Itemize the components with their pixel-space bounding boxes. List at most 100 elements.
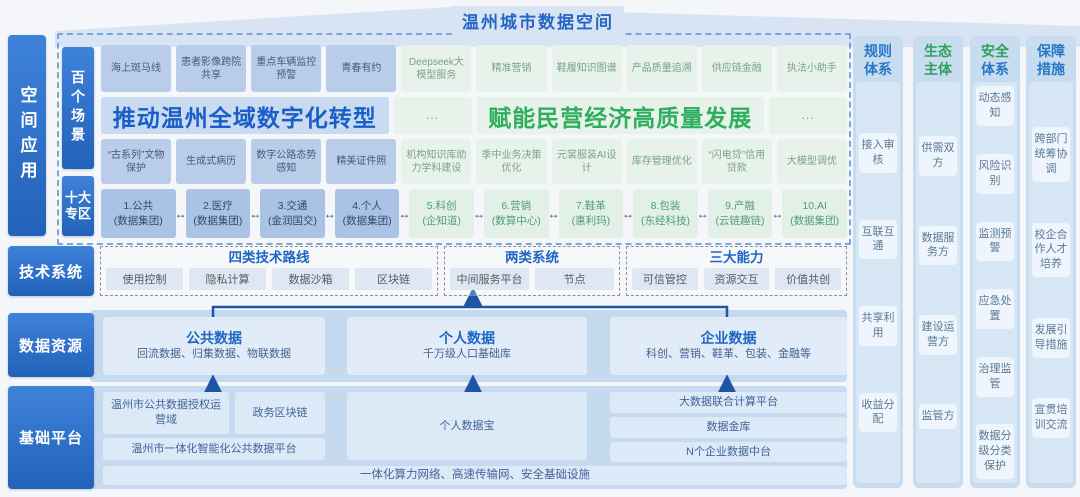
scene-cell: 大模型调优 [776,139,847,184]
zone-name: 4.个人 [352,200,382,213]
tech-item: 使用控制 [106,268,183,290]
pillar-item: 校企合作人才培养 [1032,222,1070,278]
scene-cell: 精准营销 [476,45,547,92]
ellipsis-cell: ... [769,97,847,134]
pillar-item: 接入审核 [859,133,897,173]
tech-item: 资源交互 [703,268,770,290]
zone-name: 2.医疗 [203,200,233,213]
page-title: 温州城市数据空间 [452,6,624,35]
zone-name: 5.科创 [426,200,457,213]
zone-name: 8.包装 [650,200,681,213]
pillar-item: 跨部门统筹协调 [1032,127,1070,182]
scene-cell: 青春有约 [326,45,397,92]
zone-cell: 6.营销 (数算中心) [483,189,549,238]
pillar-ecosystem-actors: 生态 主体 供需双方数据服务方建设运营方监管方 [913,36,963,488]
zone-org: (数算中心) [491,214,541,227]
scene-row-middle: “古系列”文物保护生成式病历数字公路态势感知精美证件照机构知识库助力学科建设季中… [101,139,847,184]
zone-unit: ↔ 3.交通 (金润国交) [249,189,325,238]
tech-item: 隐私计算 [189,268,266,290]
zone-org: (数据集团) [113,214,163,227]
zone-org: (数据集团) [790,214,840,227]
pillar-title: 安全 体系 [981,43,1009,78]
data-vault-box: 数据金库 [610,417,847,438]
scene-cell: 库存管理优化 [626,139,697,184]
scene-cell: “闪电贷”信用贷款 [701,139,772,184]
authorized-operation-domain-box: 温州市公共数据授权运营域 [103,392,229,434]
rail-data-resource: 数据资源 [8,313,94,377]
zone-unit: ↔ 5.科创 (企知道) [398,189,474,238]
zone-cell: 7.鞋革 (惠利玛) [558,189,624,238]
pillar-security-system: 安全 体系 动态感知风险识别监测预警应急处置治理监管数据分级分类保护 [970,36,1020,488]
pillar-item: 发展引导措施 [1032,317,1070,358]
pillar-item: 宣贯培训交流 [1032,398,1070,439]
scene-cell: 数字公路态势感知 [251,139,322,184]
tech-item: 数据沙箱 [272,268,349,290]
zone-cell: 4.个人 (数据集团) [334,189,400,238]
tech-item: 价值共创 [775,268,842,290]
zone-unit: ↔ 7.鞋革 (惠利玛) [548,189,624,238]
blue-theme-title: 推动温州全域数字化转型 [101,97,389,134]
tech-group-title: 两类系统 [505,250,559,265]
scene-cell: 鞋履知识图谱 [551,45,622,92]
pillar-title: 生态 主体 [924,43,952,78]
zone-unit: ↔ 2.医疗 (数据集团) [175,189,251,238]
pillar-item: 互联互通 [859,219,897,260]
rail-hundred-scenes: 百个场景 [62,47,94,169]
zone-unit: ↔ 4.个人 (数据集团) [324,189,400,238]
resource-title: 企业数据 [700,330,757,347]
zone-name: 7.鞋革 [575,200,606,213]
personal-databox-box: 个人数据宝 [347,392,587,460]
pillar-item: 治理监管 [976,356,1014,397]
zone-org: (东经科技) [640,214,690,227]
pillar-item: 供需双方 [919,136,957,176]
pillar-item: 监管方 [919,404,957,430]
zone-org: (惠利玛) [571,214,611,227]
scene-cell: 机构知识库助力学科建设 [401,139,472,184]
scene-cell: 季中业务决策优化 [476,139,547,184]
pillar-item: 应急处置 [976,289,1014,329]
zone-name: 9.产融 [725,200,755,213]
infrastructure-bar: 一体化算力网络、高速传输网、安全基础设施 [103,466,847,485]
green-theme-title: 赋能民营经济高质量发展 [476,97,765,134]
pillar-safeguard-measures: 保障 措施 跨部门统筹协调校企合作人才培养发展引导措施宣贯培训交流 [1026,36,1076,488]
scene-cell: 患者影像跨院共享 [176,45,247,92]
pillar-item: 建设运营方 [919,314,957,355]
tech-group-title: 三大能力 [709,250,764,265]
tech-item: 中间服务平台 [450,268,529,290]
zone-name: 1.公共 [123,200,154,213]
resource-desc: 千万级人口基础库 [423,348,511,361]
zone-org: (云链趣链) [715,214,765,227]
tech-item: 可信管控 [632,268,698,290]
zone-name: 6.营销 [501,200,532,213]
ten-zones-row: ↔ 1.公共 (数据集团) ↔ 2.医疗 (数据集团) ↔ 3.交通 (金润国交… [101,189,847,238]
public-data-box: 公共数据 回流数据、归集数据、物联数据 [103,317,325,375]
scene-cell: 产品质量追溯 [626,45,697,92]
zone-org: (数据集团) [342,214,392,227]
tech-item: 节点 [535,268,614,290]
pillar-item: 数据服务方 [919,225,957,266]
zone-unit: ↔ 9.产融 (云链趣链) [697,189,773,238]
pillar-item: 数据分级分类保护 [976,424,1014,479]
zone-org: (数据集团) [193,214,243,227]
rail-ten-zones: 十大专区 [62,176,94,236]
resource-desc: 科创、营销、鞋革、包装、金融等 [646,348,811,361]
rail-space-application: 空间应用 [8,35,46,236]
zone-unit: ↔ 8.包装 (东经科技) [622,189,698,238]
scene-title-row: 推动温州全域数字化转型 ... 赋能民营经济高质量发展 ... [101,97,847,134]
resource-desc: 回流数据、归集数据、物联数据 [137,348,291,361]
zone-cell: 1.公共 (数据集团) [101,189,176,238]
zone-org: (金润国交) [267,214,317,227]
resource-title: 公共数据 [186,330,242,347]
zone-cell: 9.产融 (云链趣链) [707,189,773,238]
zone-cell: 3.交通 (金润国交) [260,189,325,238]
rail-tech-system: 技术系统 [8,246,94,296]
zone-org: (企知道) [422,214,461,227]
pillar-item: 共享利用 [859,306,897,346]
pillar-item: 监测预警 [976,221,1014,262]
pillar-item: 收益分配 [859,392,897,433]
zone-cell: 5.科创 (企知道) [409,189,474,238]
pillar-title: 保障 措施 [1037,43,1065,78]
pillar-title: 规则 体系 [864,43,892,78]
